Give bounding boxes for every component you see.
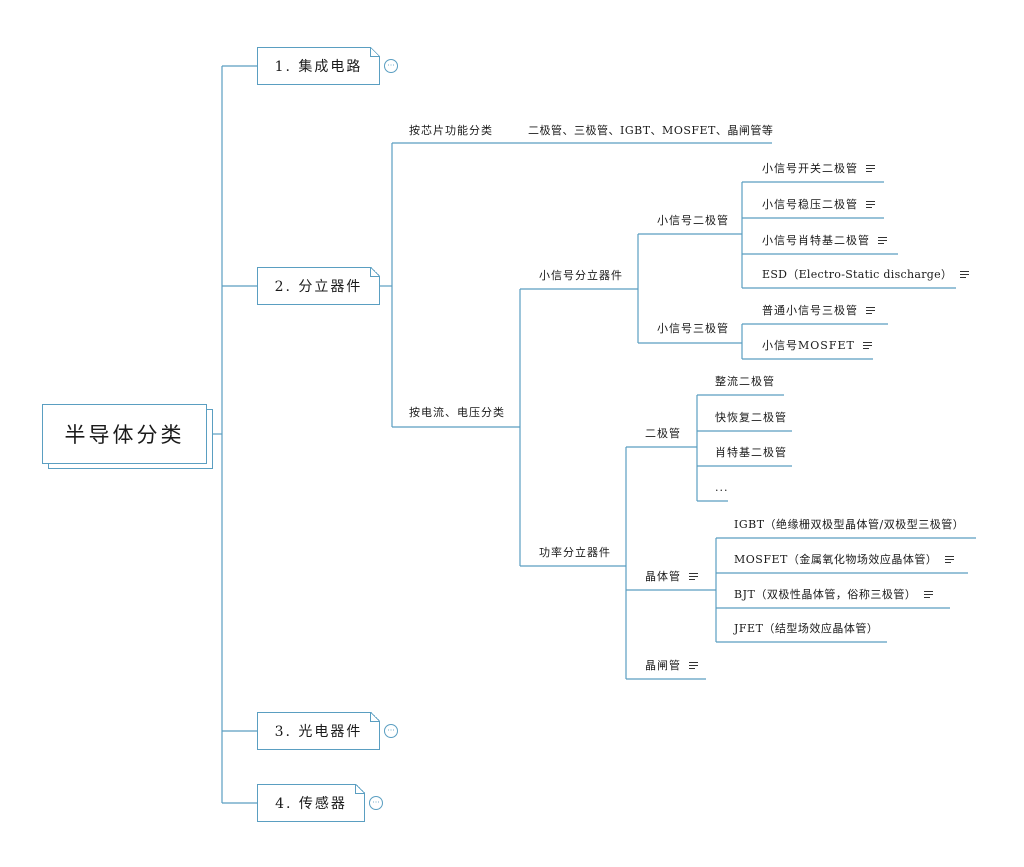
node-small-signal-mosfet[interactable]: 小信号MOSFET [762, 339, 872, 353]
branch-label: 1. 集成电路 [274, 59, 363, 75]
note-lines-icon[interactable] [689, 662, 698, 670]
node-fast-recovery-diode[interactable]: 快恢复二极管 [715, 411, 787, 424]
branch-label: 2. 分立器件 [274, 279, 363, 295]
node-small-signal-schottky-diode[interactable]: 小信号肖特基二极管 [762, 234, 887, 248]
note-lines-icon[interactable] [862, 342, 872, 350]
node-power-transistor[interactable]: 晶体管 [645, 570, 698, 584]
page-corner-icon [370, 267, 380, 277]
page-corner-icon [370, 47, 380, 57]
node-mosfet[interactable]: MOSFET（金属氧化物场效应晶体管） [734, 553, 955, 567]
node-schottky-diode[interactable]: 肖特基二极管 [715, 446, 787, 459]
branch-sensor[interactable]: 4. 传感器 [257, 784, 365, 822]
node-power-diode[interactable]: 二极管 [645, 427, 681, 440]
node-bjt[interactable]: BJT（双极性晶体管，俗称三极管） [734, 588, 934, 602]
ellipsis-icon[interactable]: ··· [369, 796, 383, 810]
node-small-signal-switch-diode[interactable]: 小信号开关二极管 [762, 162, 875, 176]
note-lines-icon[interactable] [866, 201, 875, 209]
branch-integrated-circuit[interactable]: 1. 集成电路 [257, 47, 380, 85]
note-lines-icon[interactable] [689, 573, 698, 581]
ellipsis-icon[interactable]: ··· [384, 724, 398, 738]
note-lines-icon[interactable] [960, 271, 970, 279]
page-corner-icon [355, 784, 365, 794]
node-small-signal-devices[interactable]: 小信号分立器件 [539, 269, 623, 282]
branch-label: 4. 传感器 [275, 796, 347, 812]
branch-optoelectronic[interactable]: 3. 光电器件 [257, 712, 380, 750]
branch-label: 3. 光电器件 [274, 724, 363, 740]
note-lines-icon[interactable] [924, 591, 934, 599]
node-igbt[interactable]: IGBT（绝缘栅双极型晶体管/双极型三极管） [734, 518, 965, 531]
node-small-signal-diode[interactable]: 小信号二极管 [657, 214, 729, 227]
node-more-diodes[interactable]: ... [715, 481, 729, 494]
node-small-signal-transistor[interactable]: 小信号三极管 [657, 322, 729, 335]
note-lines-icon[interactable] [866, 165, 875, 173]
root-label: 半导体分类 [64, 423, 185, 447]
note-lines-icon[interactable] [866, 307, 875, 315]
note-lines-icon[interactable] [945, 556, 955, 564]
node-by-function-value[interactable]: 二极管、三极管、IGBT、MOSFET、晶闸管等 [528, 124, 774, 137]
node-by-current-voltage[interactable]: 按电流、电压分类 [409, 406, 505, 419]
node-power-devices[interactable]: 功率分立器件 [539, 546, 611, 559]
page-corner-icon [370, 712, 380, 722]
node-jfet[interactable]: JFET（结型场效应晶体管） [734, 622, 879, 635]
node-small-signal-zener-diode[interactable]: 小信号稳压二极管 [762, 198, 875, 212]
note-lines-icon[interactable] [878, 237, 887, 245]
node-esd[interactable]: ESD（Electro-Static discharge） [762, 268, 970, 282]
node-normal-small-signal-transistor[interactable]: 普通小信号三极管 [762, 304, 875, 318]
node-by-function[interactable]: 按芯片功能分类 [409, 124, 493, 137]
node-thyristor[interactable]: 晶闸管 [645, 659, 698, 673]
root-node[interactable]: 半导体分类 [42, 404, 207, 464]
branch-discrete-devices[interactable]: 2. 分立器件 [257, 267, 380, 305]
node-rectifier-diode[interactable]: 整流二极管 [715, 375, 775, 388]
ellipsis-icon[interactable]: ··· [384, 59, 398, 73]
